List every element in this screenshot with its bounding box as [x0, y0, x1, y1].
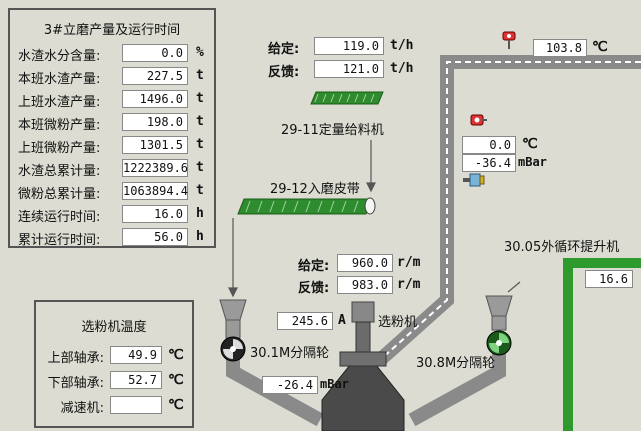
- separator-fb-unit: r/m: [397, 277, 421, 292]
- feeder-fb-value[interactable]: 121.0: [314, 60, 384, 78]
- feeder-fb-unit: t/h: [390, 61, 414, 76]
- mid-temperature-sensor-icon: [468, 112, 488, 132]
- separator-row-value[interactable]: 49.9: [110, 346, 162, 364]
- mill-row-unit: %: [196, 45, 204, 60]
- mill-row-label: 水渣水分含量:: [18, 49, 101, 64]
- mid-temp-value[interactable]: 0.0: [462, 136, 516, 154]
- mill-row-value[interactable]: 56.0: [122, 228, 188, 246]
- right-hopper: [485, 295, 513, 331]
- separator-set-value[interactable]: 960.0: [337, 254, 393, 272]
- left-rotary-valve-icon[interactable]: [220, 336, 246, 362]
- top-temp-unit: ℃: [592, 39, 608, 55]
- mill-row-label: 本班微粉产量:: [18, 118, 101, 133]
- elevator-column: [563, 258, 641, 431]
- separator-row-value[interactable]: [110, 396, 162, 414]
- material-chutes: [228, 140, 521, 298]
- feeder-belt-graphic: [310, 91, 384, 105]
- mill-row-label: 水渣总累计量:: [18, 164, 101, 179]
- mill-row-unit: h: [196, 229, 204, 244]
- separator-temp-panel: 选粉机温度 上部轴承: 49.9 ℃ 下部轴承: 52.7 ℃ 减速机: ℃: [34, 300, 194, 428]
- separator-current-value[interactable]: 245.6: [277, 312, 333, 330]
- separator-fb-label: 反馈:: [298, 281, 330, 296]
- separator-row-label: 下部轴承:: [47, 376, 104, 391]
- mill-row-label: 累计运行时间:: [18, 233, 101, 248]
- feeder-name: 29-11定量给料机: [281, 123, 384, 138]
- mill-row-unit: h: [196, 206, 204, 221]
- mill-row-value[interactable]: 1496.0: [122, 90, 188, 108]
- pressure-transmitter-icon: [462, 172, 486, 188]
- separator-row-unit: ℃: [168, 372, 184, 388]
- elevator-name: 30.05外循环提升机: [504, 240, 620, 255]
- mill-row-label: 上班水渣产量:: [18, 95, 101, 110]
- feeder-set-unit: t/h: [390, 38, 414, 53]
- mill-belt-graphic: [237, 197, 376, 215]
- mill-row-unit: t: [196, 114, 204, 129]
- separator-fb-value[interactable]: 983.0: [337, 276, 393, 294]
- top-temperature-sensor-icon: [501, 30, 517, 50]
- left-valve-label: 30.1M分隔轮: [250, 346, 330, 361]
- mid-press-unit: mBar: [518, 155, 547, 169]
- right-valve-label: 30.8M分隔轮: [416, 356, 496, 371]
- mill-pressure-value[interactable]: -26.4: [262, 376, 318, 394]
- mill-row-unit: t: [196, 183, 204, 198]
- feeder-set-label: 给定:: [268, 42, 300, 57]
- belt-name: 29-12入磨皮带: [270, 182, 360, 197]
- feeder-fb-label: 反馈:: [268, 65, 300, 80]
- mill-pressure-unit: mBar: [320, 377, 349, 391]
- mill-row-unit: t: [196, 91, 204, 106]
- mid-temp-unit: ℃: [522, 136, 538, 152]
- mill-row-label: 上班微粉产量:: [18, 141, 101, 156]
- mill-row-value[interactable]: 16.0: [122, 205, 188, 223]
- right-rotary-valve-icon[interactable]: [486, 330, 512, 356]
- mill-output-panel: 3#立磨产量及运行时间 水渣水分含量: 0.0% 本班水渣产量: 227.5 t 上班水渣…: [8, 8, 216, 248]
- mill-row-label: 微粉总累计量:: [18, 187, 101, 202]
- mill-row-value[interactable]: 227.5: [122, 67, 188, 85]
- top-temp-value[interactable]: 103.8: [533, 39, 587, 57]
- separator-set-label: 给定:: [298, 259, 330, 274]
- separator-name: 选粉机: [378, 315, 418, 330]
- mill-row-value[interactable]: 0.0: [122, 44, 188, 62]
- mill-panel-title: 3#立磨产量及运行时间: [43, 23, 181, 38]
- separator-set-unit: r/m: [397, 255, 421, 270]
- left-hopper: [219, 299, 247, 339]
- mill-row-label: 本班水渣产量:: [18, 72, 101, 87]
- separator-current-unit: A: [338, 313, 346, 328]
- mill-row-value[interactable]: 1301.5: [122, 136, 188, 154]
- exhaust-duct: [375, 55, 641, 366]
- mid-press-value[interactable]: -36.4: [462, 154, 516, 172]
- mill-body: [321, 351, 405, 431]
- separator-row-label: 上部轴承:: [47, 351, 104, 366]
- mill-row-unit: t: [196, 137, 204, 152]
- mill-row-label: 连续运行时间:: [18, 210, 101, 225]
- separator-row-unit: ℃: [168, 397, 184, 413]
- elevator-value[interactable]: 16.6: [585, 270, 633, 288]
- mill-row-unit: t: [196, 160, 204, 175]
- mill-row-value[interactable]: 1063894.4: [122, 182, 189, 200]
- separator-panel-title: 选粉机温度: [81, 320, 147, 335]
- separator-row-value[interactable]: 52.7: [110, 371, 162, 389]
- separator-row-label: 减速机:: [60, 401, 104, 416]
- mill-row-unit: t: [196, 68, 204, 83]
- separator-row-unit: ℃: [168, 347, 184, 363]
- mill-row-value[interactable]: 1222389.6: [122, 159, 189, 177]
- separator-motor: [351, 301, 375, 353]
- feeder-set-value[interactable]: 119.0: [314, 37, 384, 55]
- mill-row-value[interactable]: 198.0: [122, 113, 188, 131]
